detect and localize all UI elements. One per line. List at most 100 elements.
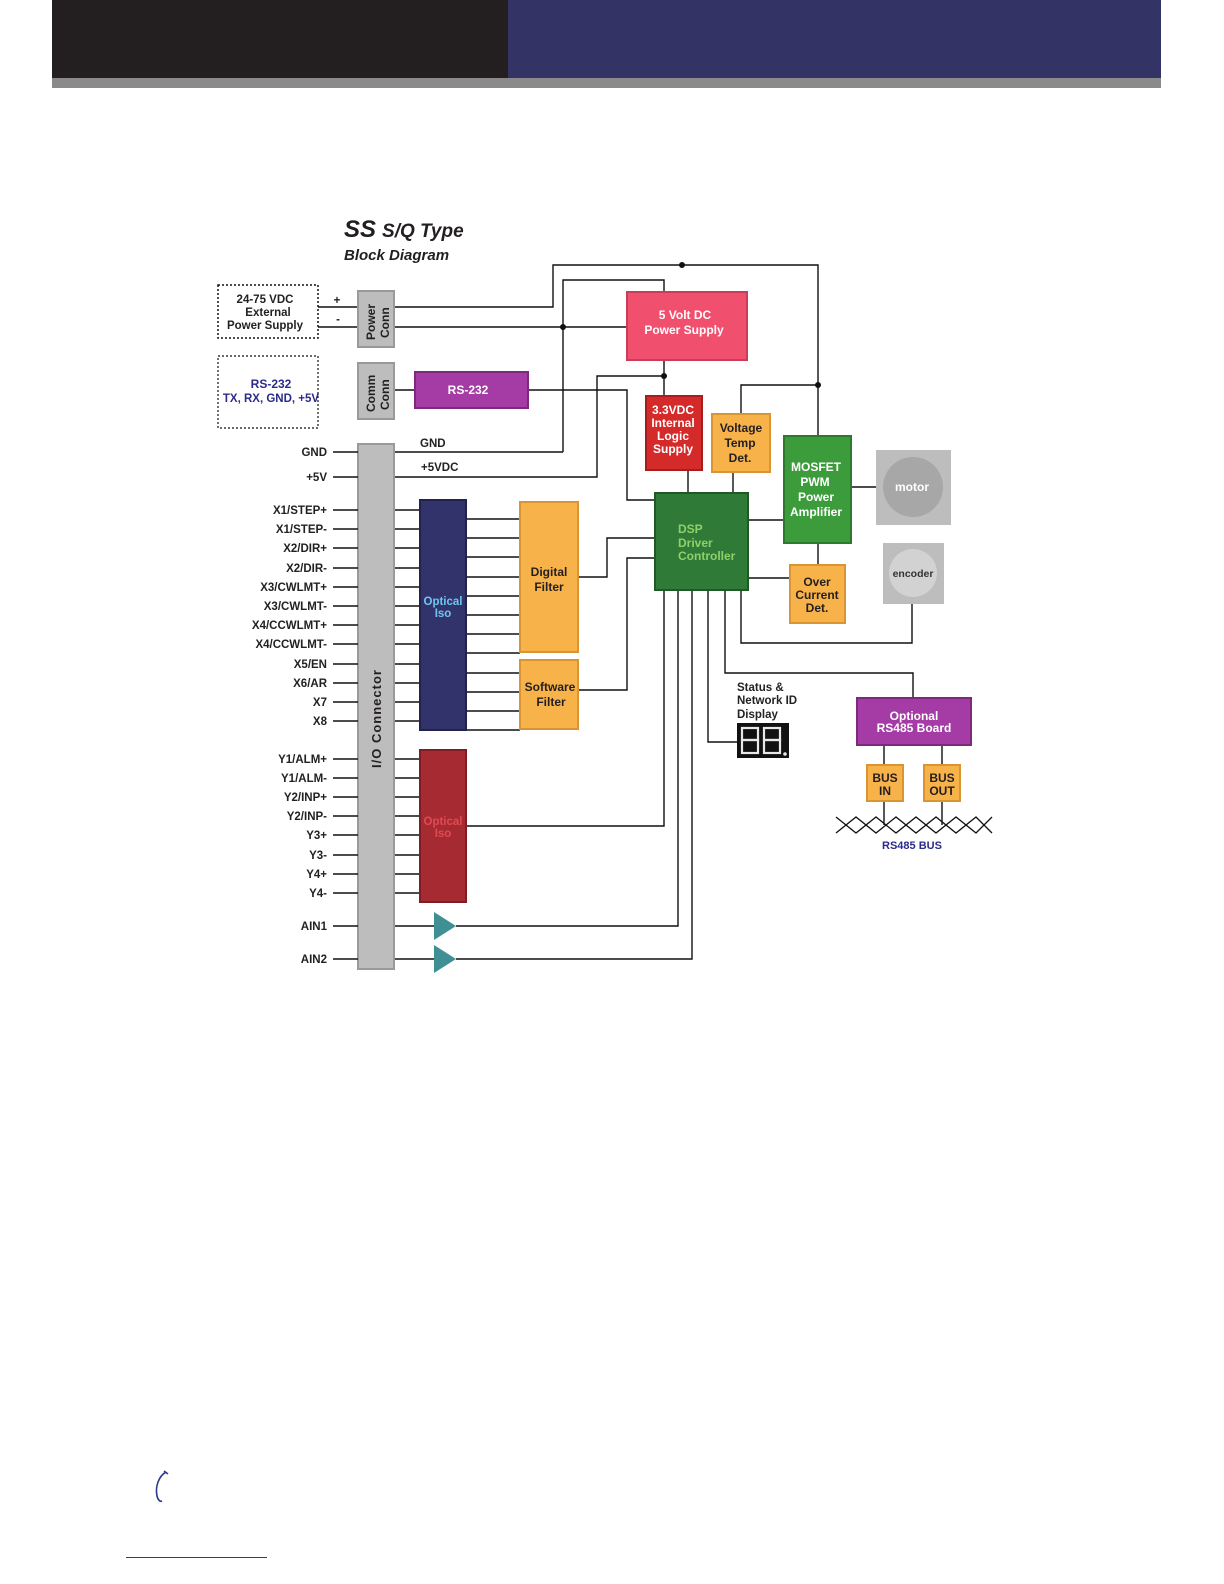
- svg-text:Optical: Optical: [424, 596, 463, 608]
- external-power-supply: 24-75 VDC External Power Supply + -: [217, 284, 341, 339]
- vdc-wire-label: +5VDC: [421, 462, 458, 474]
- pin-label: AIN1: [301, 921, 328, 933]
- pin-label: Y1/ALM+: [278, 754, 327, 766]
- encoder: encoder: [883, 543, 944, 604]
- pin-label: +5V: [306, 472, 327, 484]
- pin-label: X4/CCWLMT-: [255, 639, 327, 651]
- svg-text:Internal: Internal: [651, 416, 694, 430]
- rs232-block: RS-232: [414, 371, 529, 409]
- svg-text:Controller: Controller: [678, 549, 736, 563]
- ain2-amplifier-icon: [434, 945, 456, 973]
- bus-out: BUS OUT: [923, 764, 961, 802]
- rs232-external: RS-232 TX, RX, GND, +5V: [217, 355, 319, 429]
- pin-label: Y3+: [306, 830, 327, 842]
- over-current-detector: Over Current Det.: [789, 564, 846, 624]
- optical-iso-input: Optical Iso: [419, 499, 467, 731]
- svg-text:Iso: Iso: [435, 828, 452, 840]
- pin-label: Y4-: [309, 888, 327, 900]
- svg-text:3.3VDC: 3.3VDC: [652, 403, 694, 417]
- software-filter: Software Filter: [519, 659, 579, 730]
- pin-label: X3/CWLMT-: [264, 601, 327, 613]
- five-volt-power-supply: 5 Volt DC Power Supply: [626, 291, 748, 361]
- svg-text:Logic: Logic: [657, 429, 689, 443]
- svg-text:-: -: [336, 314, 340, 326]
- phone-icon: [155, 1470, 169, 1503]
- svg-text:BUS: BUS: [872, 771, 897, 785]
- optical-iso-output: Optical Iso: [419, 749, 467, 903]
- pin-label: X2/DIR+: [283, 543, 327, 555]
- digital-filter: Digital Filter: [519, 501, 579, 653]
- pin-label: Y2/INP-: [287, 811, 327, 823]
- status-display: Status & Network ID Display: [737, 682, 797, 758]
- svg-text:Optical: Optical: [424, 816, 463, 828]
- svg-text:Voltage: Voltage: [720, 421, 763, 435]
- pin-label: Y2/INP+: [284, 792, 327, 804]
- svg-text:Optional: Optional: [890, 709, 939, 723]
- bus-in: BUS IN: [866, 764, 904, 802]
- rs485-board: Optional RS485 Board: [856, 697, 972, 746]
- svg-text:Software: Software: [525, 680, 576, 694]
- svg-text:Digital: Digital: [531, 565, 568, 579]
- header-gray-rule: [52, 78, 1161, 88]
- svg-text:encoder: encoder: [893, 568, 934, 580]
- svg-text:Display: Display: [737, 709, 779, 721]
- pin-label: X1/STEP+: [273, 505, 327, 517]
- svg-text:Iso: Iso: [435, 608, 452, 620]
- header-right-band: [508, 0, 1161, 78]
- svg-text:Filter: Filter: [534, 580, 564, 594]
- pin-label: GND: [301, 447, 327, 459]
- mosfet-amplifier: MOSFET PWM Power Amplifier: [783, 435, 852, 544]
- pin-label: AIN2: [301, 954, 327, 966]
- header-left-band: [52, 0, 508, 78]
- ain1-amplifier-icon: [434, 912, 456, 940]
- rs485-twisted-pair-icon: [835, 816, 993, 834]
- svg-text:Power Supply: Power Supply: [227, 320, 304, 332]
- svg-text:Network ID: Network ID: [737, 695, 797, 707]
- svg-text:Conn: Conn: [378, 307, 392, 338]
- dsp-controller: DSP Driver Controller: [654, 492, 749, 591]
- svg-text:MOSFET: MOSFET: [791, 460, 842, 474]
- svg-text:motor: motor: [895, 480, 929, 494]
- pin-label: Y1/ALM-: [281, 773, 327, 785]
- svg-text:BUS: BUS: [929, 771, 954, 785]
- svg-text:Conn: Conn: [378, 379, 392, 410]
- svg-text:Power Supply: Power Supply: [644, 323, 724, 337]
- pin-label: X7: [313, 697, 327, 709]
- pin-label: X6/AR: [293, 678, 328, 690]
- power-connector: Power Conn: [357, 290, 395, 348]
- svg-text:I/O Connector: I/O Connector: [369, 669, 384, 768]
- motor: motor: [876, 450, 951, 525]
- svg-text:Driver: Driver: [678, 536, 713, 550]
- gnd-wire-label: GND: [420, 438, 446, 450]
- pin-labels: GND +5V X1/STEP+ X1/STEP- X2/DIR+ X2/DIR- X3/C…: [252, 447, 358, 966]
- svg-text:+: +: [334, 295, 341, 307]
- svg-text:Over: Over: [803, 575, 831, 589]
- svg-text:RS-232: RS-232: [448, 383, 489, 397]
- pin-label: X8: [313, 716, 328, 728]
- pin-label: X1/STEP-: [276, 524, 327, 536]
- rs485-bus-label: RS485 BUS: [882, 840, 942, 852]
- svg-text:OUT: OUT: [929, 784, 955, 798]
- pin-label: X3/CWLMT+: [260, 582, 327, 594]
- pin-label: Y3-: [309, 850, 327, 862]
- diagram-subtitle: Block Diagram: [344, 247, 449, 264]
- pin-label: Y4+: [306, 869, 327, 881]
- svg-text:Power: Power: [798, 490, 834, 504]
- svg-text:Det.: Det.: [806, 601, 829, 615]
- svg-text:5 Volt DC: 5 Volt DC: [659, 308, 712, 322]
- pin-label: X4/CCWLMT+: [252, 620, 327, 632]
- input-wires: [394, 509, 520, 960]
- seven-segment-icon: [740, 726, 782, 755]
- footer-link-rule: [126, 1557, 267, 1558]
- svg-text:Filter: Filter: [536, 695, 566, 709]
- svg-text:DSP: DSP: [678, 522, 703, 536]
- svg-text:Det.: Det.: [729, 451, 752, 465]
- io-connector: I/O Connector: [357, 443, 395, 970]
- wires: [318, 262, 943, 960]
- pin-label: X5/EN: [294, 659, 327, 671]
- voltage-temp-detector: Voltage Temp Det.: [711, 413, 771, 473]
- logic-supply: 3.3VDC Internal Logic Supply: [645, 395, 703, 471]
- svg-text:24-75 VDC: 24-75 VDC: [237, 294, 294, 306]
- pin-label: X2/DIR-: [286, 563, 327, 575]
